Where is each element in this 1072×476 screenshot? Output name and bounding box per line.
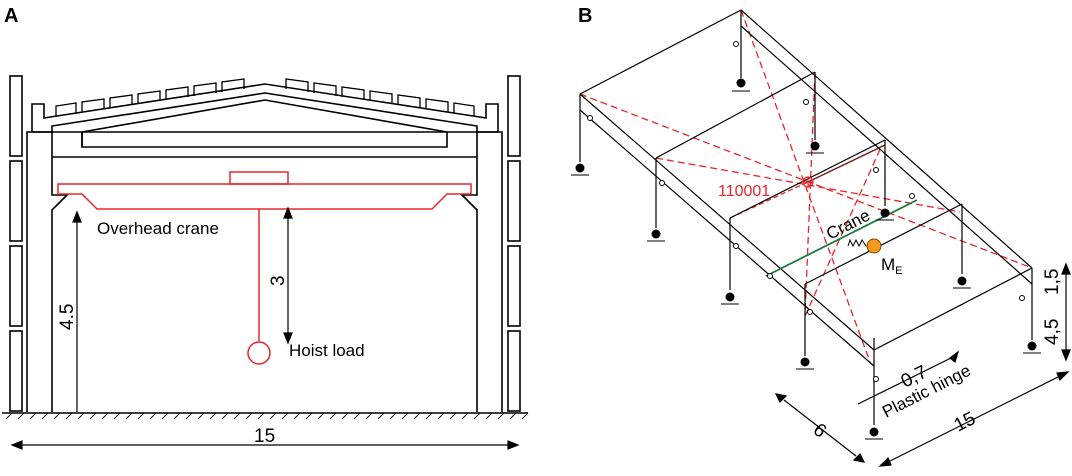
right-wall: [507, 75, 521, 412]
panel-b-letter: B: [578, 5, 592, 27]
dim-col-upper-label: 1,5: [1042, 269, 1063, 295]
left-wall: [9, 75, 23, 412]
node-marker: [802, 176, 814, 188]
dim-span-label: 15: [254, 426, 275, 447]
spring: [847, 238, 872, 248]
mass-label: ME: [881, 255, 903, 277]
dim-bay-label: 6: [809, 419, 830, 442]
panel-a: A: [2, 5, 529, 450]
frame: [579, 9, 1033, 425]
bracing-node-beam: [807, 144, 886, 183]
dim-arrows-b: [774, 262, 1071, 467]
crane-beam: [765, 199, 918, 277]
hinges: [587, 41, 1025, 382]
mass-label-main: M: [881, 255, 895, 274]
panel-a-letter: A: [4, 5, 18, 27]
dim-hook-label: 3: [268, 275, 289, 286]
dim-span-b-label: 15: [951, 408, 979, 436]
dim-arrows-a: [10, 206, 520, 450]
mass-label-sub: E: [895, 265, 902, 277]
ground: [2, 412, 529, 420]
columns: [26, 131, 503, 412]
dim-col-lower-label: 4,5: [1042, 319, 1063, 345]
crane-label: Crane: [823, 206, 873, 244]
hoist-load-label: Hoist load: [289, 341, 365, 360]
overhead-crane-label: Overhead crane: [97, 219, 219, 238]
panel-b: B: [571, 5, 1071, 467]
bracing-node-beam-left: [729, 181, 809, 219]
supports: [571, 78, 1041, 440]
roof: [31, 78, 499, 158]
mass-point: [866, 238, 882, 254]
node-label: 110001: [718, 183, 770, 200]
dim-height-label: 4.5: [57, 304, 78, 330]
overhead-crane: [57, 171, 472, 365]
